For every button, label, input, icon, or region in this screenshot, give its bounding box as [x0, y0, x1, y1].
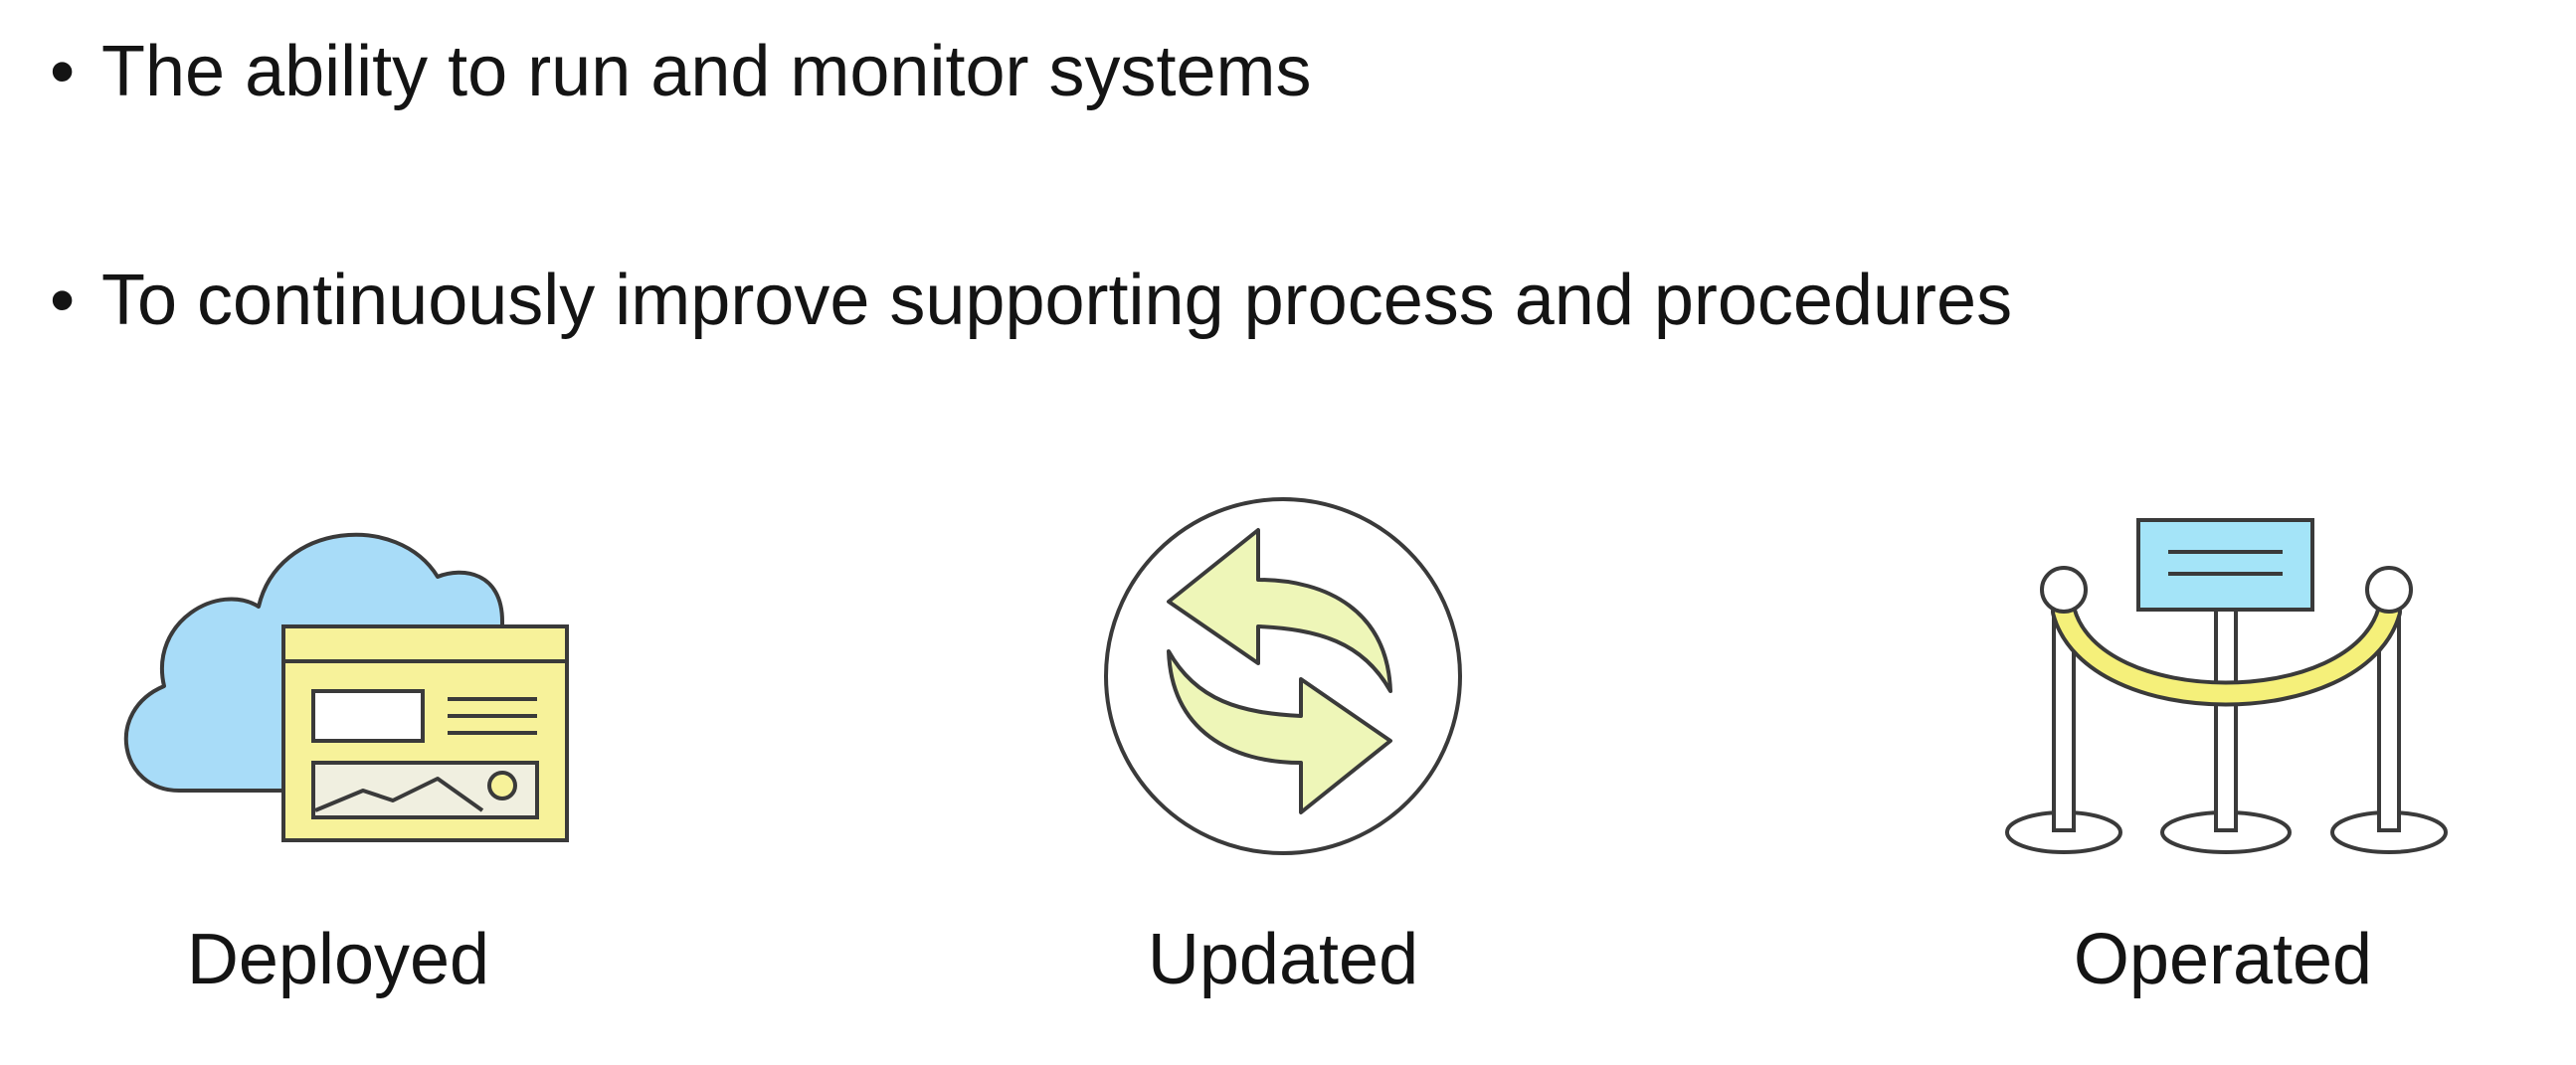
bullet-marker: • [50, 261, 76, 340]
bullet-item-1: • The ability to run and monitor systems [50, 27, 1312, 116]
bullet-text: To continuously improve supporting proce… [101, 261, 2013, 340]
bullet-item-2: • To continuously improve supporting proc… [50, 256, 2012, 345]
operated-label: Operated [2073, 920, 2373, 999]
cloud-webpage-icon [123, 532, 569, 842]
bullet-marker: • [50, 32, 76, 111]
deployed-label: Deployed [186, 920, 490, 999]
bullet-text: The ability to run and monitor systems [101, 32, 1312, 111]
updated-label: Updated [1147, 920, 1419, 999]
stanchion-sign-icon [2005, 518, 2448, 854]
refresh-arrows-icon [1104, 497, 1462, 855]
